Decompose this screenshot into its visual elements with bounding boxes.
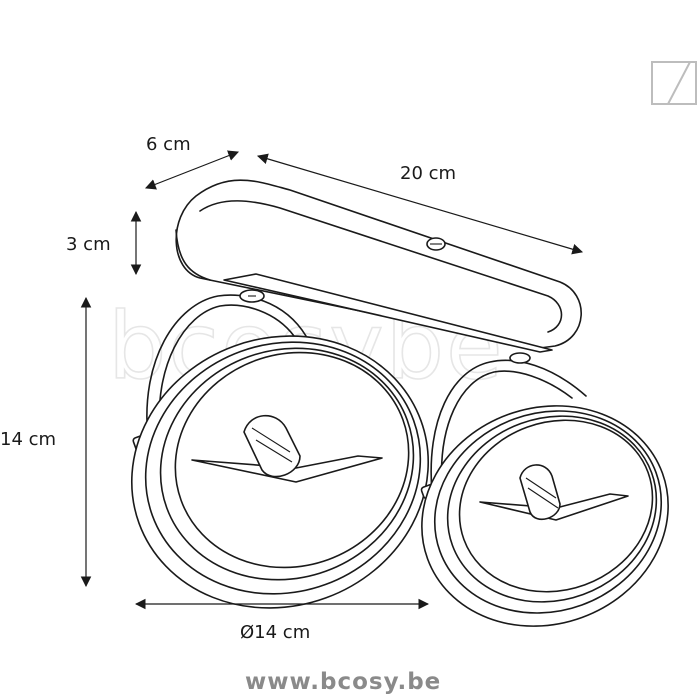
depth-label: 6 cm [146,134,191,155]
footer-site-text: www.bcosy.be [245,669,441,695]
base-height-label: 3 cm [66,234,111,255]
diameter-label: Ø14 cm [240,622,310,643]
dimension-lines [80,150,584,610]
mounting-bar [223,273,553,353]
brand-logo-icon [651,61,697,105]
lamp-left [130,289,430,609]
length-label: 20 cm [400,163,456,184]
lamp-right [420,352,669,627]
total-height-label: 14 cm [0,429,56,450]
